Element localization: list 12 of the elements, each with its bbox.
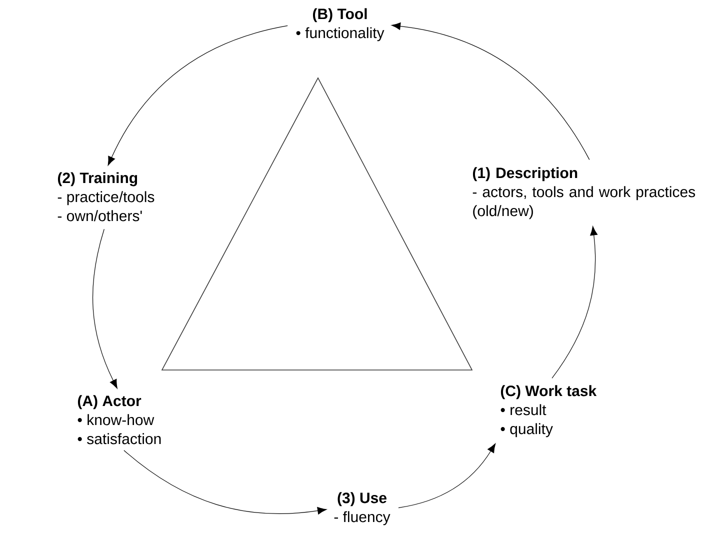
arrow [398, 443, 496, 508]
text-label: (A) Actor • know-how • satisfaction [78, 395, 161, 444]
arrow [552, 226, 598, 378]
arrow [391, 22, 590, 160]
text-label: (C) Work task • result • quality [500, 385, 597, 438]
arrow [124, 450, 327, 514]
text-label: (3) Use - fluency [334, 492, 390, 526]
arrow [108, 25, 288, 166]
text-label: (B) Tool • functionality [296, 8, 384, 42]
text-label: (2) Training - practice/tools - own/others' [58, 172, 154, 222]
arrow [92, 228, 118, 389]
text-label: (1) Description - actors, tools and work practices (old/new) [472, 167, 696, 220]
